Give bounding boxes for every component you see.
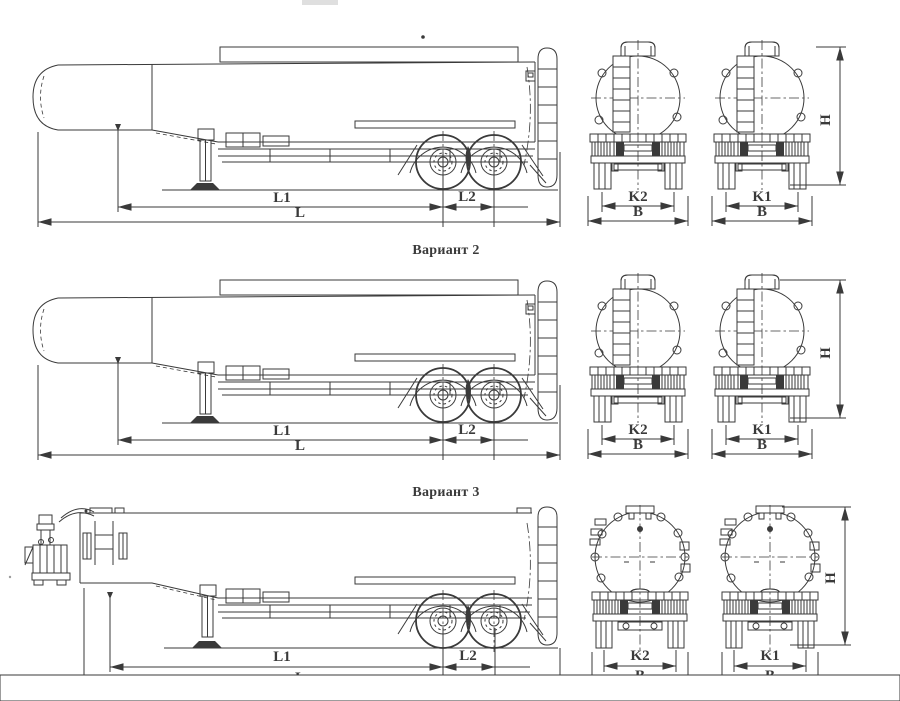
stray-dot [421,35,425,39]
cropped-title-remnant [302,0,338,5]
v3-label-l2: L2 [459,648,477,664]
variant1-dimensions: L1 L2 L K2 B K1 B H [37,46,846,227]
v3-label-l1: L1 [273,649,291,665]
variant2-rear-view-k2 [589,272,687,424]
v2-label-l2: L2 [458,422,476,438]
v1-label-l1: L1 [273,190,291,206]
variant1-rear-view-k2 [589,39,687,191]
v1-label-b-left: B [633,204,643,220]
stray-dot [8,575,12,579]
variant2-rear-view-k1 [713,272,811,424]
variant1-side-view [32,46,559,194]
variant2-side-view [32,279,559,427]
v2-label-h: H [818,347,834,359]
variant-2-title: Вариант 2 [412,243,479,258]
v2-label-k2: K2 [628,422,647,438]
v2-label-l: L [295,438,305,454]
v1-label-h: H [818,114,834,126]
variant-3-title: Вариант 3 [412,485,479,500]
variant-3: Вариант 3 L1 L2 L K2 B K1 B H [8,485,851,695]
v3-label-k2: K2 [630,648,649,664]
variant3-rear-view-k2 [589,504,691,656]
v3-label-h: H [823,572,839,584]
v2-label-b-left: B [633,437,643,453]
v2-label-b-right: B [757,437,767,453]
v1-label-k1: K1 [752,189,771,205]
v1-label-b-right: B [757,204,767,220]
v1-label-l2: L2 [458,189,476,205]
variant3-rear-view-k1 [719,504,821,656]
variant-1: L1 L2 L K2 B K1 B H [32,0,846,227]
v1-label-k2: K2 [628,189,647,205]
v3-label-k1: K1 [760,648,779,664]
v1-label-l: L [295,205,305,221]
bottom-crop-mask [0,674,900,701]
v2-label-k1: K1 [752,422,771,438]
variant-2: Вариант 2 L1 L2 L K2 B K1 B H [32,243,846,460]
v2-label-l1: L1 [273,423,291,439]
variant3-side-view [24,506,559,653]
variant2-dimensions: L1 L2 L K2 B K1 B H [37,279,846,460]
variant1-rear-view-k1 [713,39,811,191]
